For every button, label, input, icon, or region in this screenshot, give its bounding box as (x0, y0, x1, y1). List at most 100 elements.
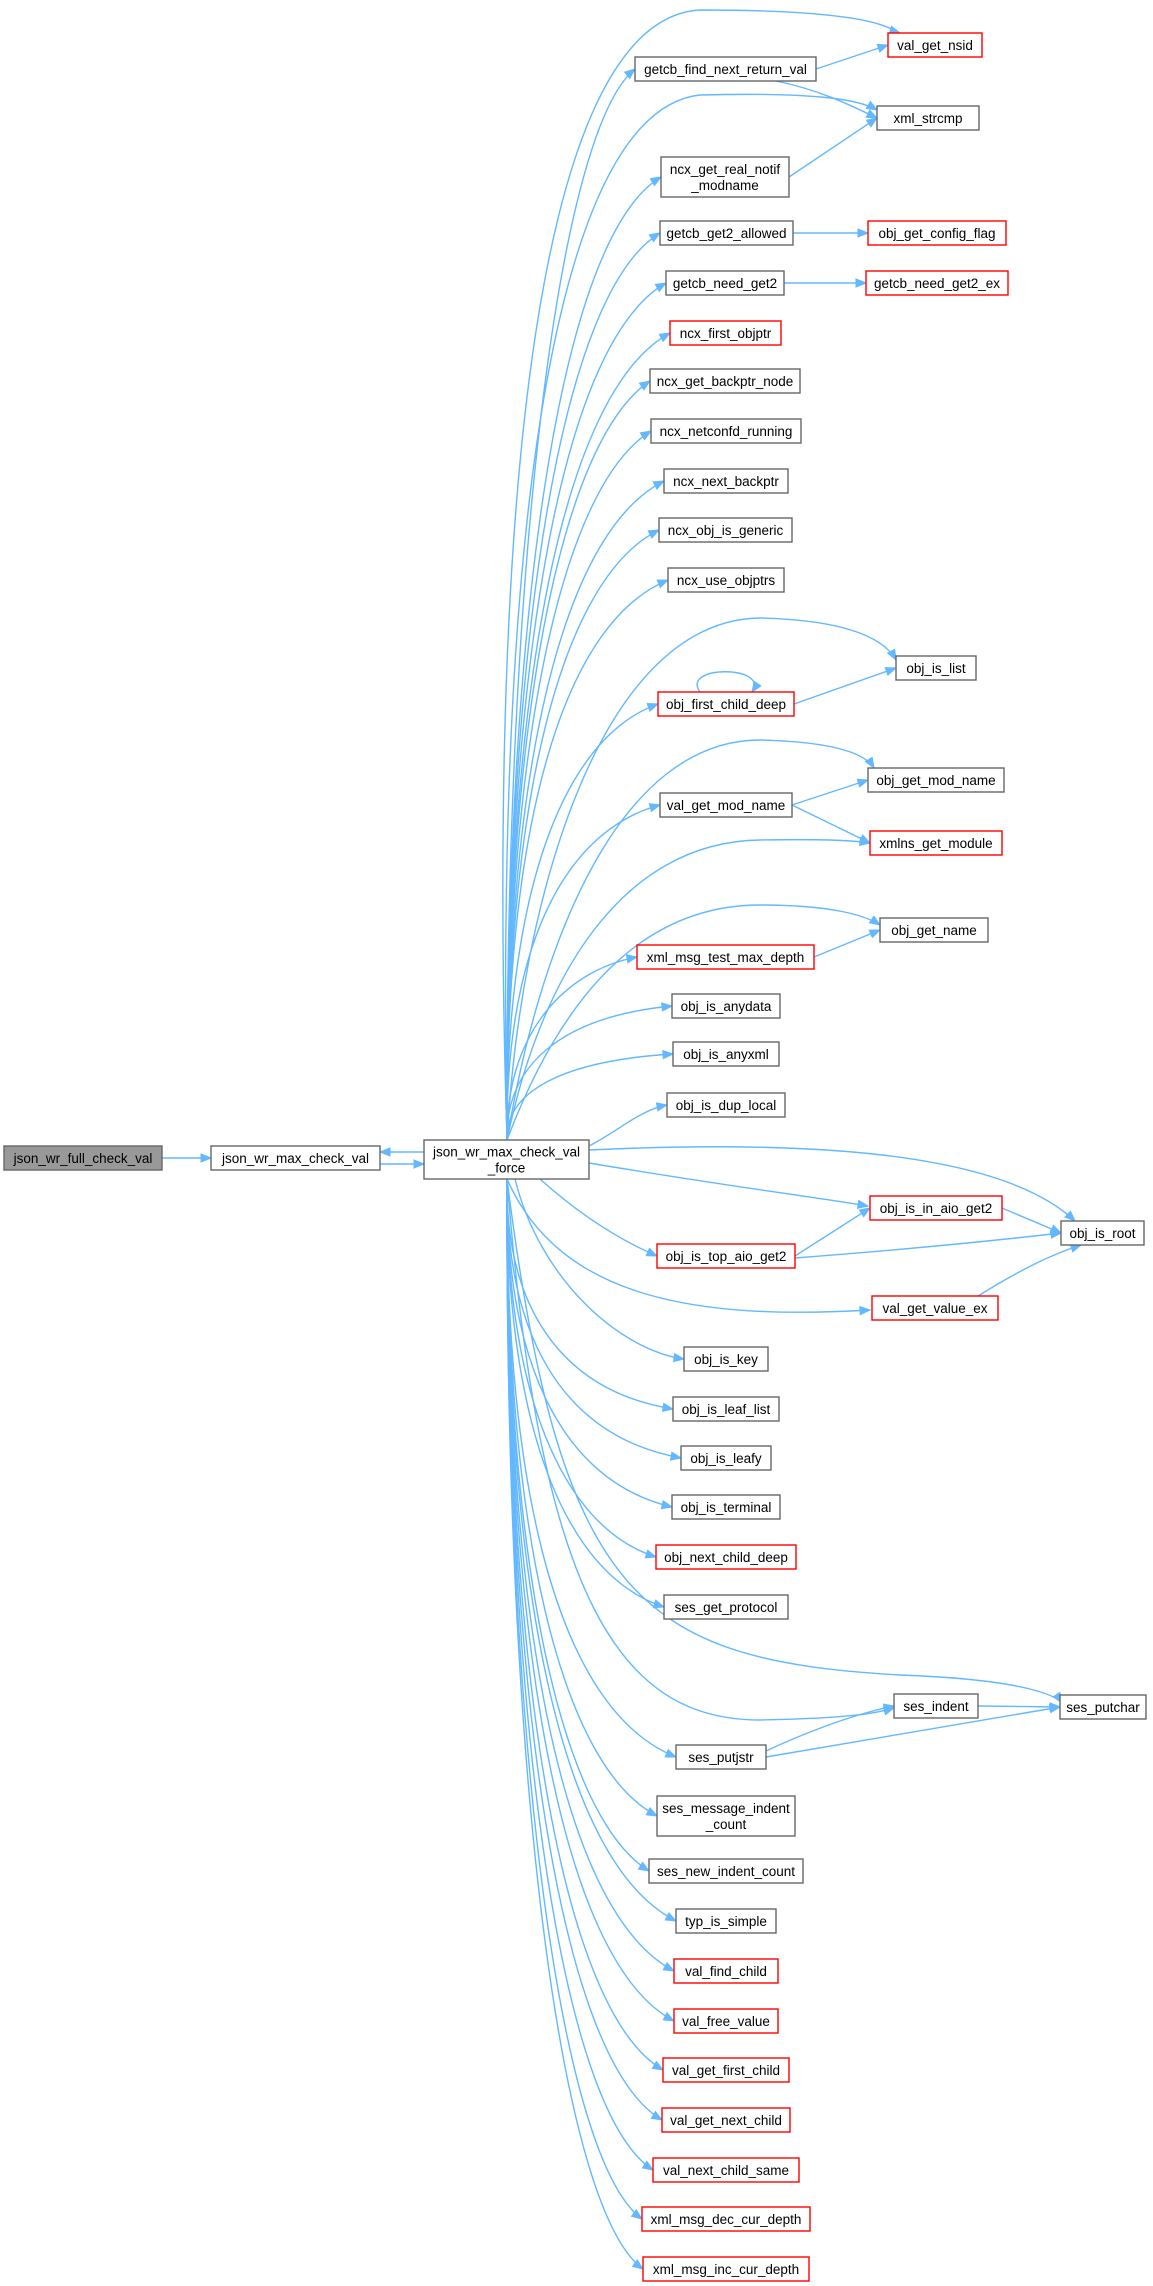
edge-json_wr_max_check_val_force-to-ses_get_protocol (506, 1178, 666, 1609)
node-obj-get-mod-name[interactable]: obj_get_mod_name (867, 767, 1005, 793)
edge-26-arrowhead (1064, 1210, 1076, 1222)
edge-16-arrowhead (886, 648, 897, 662)
node-obj-next-child-deep[interactable]: obj_next_child_deep (655, 1544, 797, 1570)
node-getcb-find-next-return-val[interactable]: getcb_find_next_return_val (634, 56, 817, 82)
node-val-get-mod-name[interactable]: val_get_mod_name (659, 792, 793, 818)
node-val-get-next-child[interactable]: val_get_next_child (661, 2107, 791, 2133)
node-val-next-child-same[interactable]: val_next_child_same (652, 2157, 800, 2183)
node-xml-msg-test-max-depth[interactable]: xml_msg_test_max_depth (636, 944, 815, 970)
node-label: obj_next_child_deep (664, 1550, 788, 1565)
edge-39-arrowhead (637, 1861, 651, 1872)
edge-10-arrowhead (638, 380, 652, 391)
node-json-wr-max-check-val-force[interactable]: json_wr_max_check_val_force (423, 1139, 590, 1180)
edge-line (506, 380, 651, 1141)
node-box (652, 2157, 800, 2183)
node-box (656, 1243, 796, 1269)
node-label: xml_msg_test_max_depth (647, 950, 805, 965)
edge-64-arrowhead (1048, 1704, 1062, 1714)
edge-24-arrowhead (655, 1102, 669, 1112)
edge-54-arrowhead (884, 667, 898, 676)
node-obj-get-config-flag[interactable]: obj_get_config_flag (867, 220, 1007, 246)
node-ncx-obj-is-generic[interactable]: ncx_obj_is_generic (658, 517, 793, 543)
node-obj-is-dup-local[interactable]: obj_is_dup_local (666, 1092, 786, 1118)
node-val-find-child[interactable]: val_find_child (673, 1958, 779, 1984)
node-ncx-next-backptr[interactable]: ncx_next_backptr (663, 468, 789, 494)
node-obj-is-leafy[interactable]: obj_is_leafy (680, 1445, 772, 1471)
node-obj-first-child-deep[interactable]: obj_first_child_deep (657, 691, 795, 717)
node-ses-indent[interactable]: ses_indent (893, 1693, 979, 1719)
node-label: ncx_first_objptr (680, 326, 772, 341)
node-xml-msg-dec-cur-depth[interactable]: xml_msg_dec_cur_depth (641, 2206, 811, 2232)
edge-line (506, 838, 871, 1141)
node-xml-msg-inc-cur-depth[interactable]: xml_msg_inc_cur_depth (642, 2256, 810, 2282)
node-obj-is-list[interactable]: obj_is_list (895, 655, 977, 681)
node-ncx-netconfd-running[interactable]: ncx_netconfd_running (650, 418, 802, 444)
node-val-get-value-ex[interactable]: val_get_value_ex (871, 1295, 999, 1321)
node-typ-is-simple[interactable]: typ_is_simple (675, 1908, 777, 1934)
edge-val_get_mod_name-to-obj_get_mod_name (791, 778, 870, 806)
edge-7-arrowhead (648, 232, 662, 243)
edge-line (977, 1705, 1061, 1708)
node-label: obj_get_config_flag (878, 226, 995, 241)
node-box (661, 2107, 791, 2133)
node-xml-strcmp[interactable]: xml_strcmp (876, 105, 980, 131)
edge-line (506, 1178, 665, 1608)
node-ses-message-indent-count[interactable]: ses_message_indent_count (656, 1795, 796, 1837)
node-obj-get-name[interactable]: obj_get_name (879, 917, 989, 943)
edge-line (506, 703, 659, 1141)
node-json-wr-full-check-val[interactable]: json_wr_full_check_val (3, 1145, 163, 1171)
node-ses-new-indent-count[interactable]: ses_new_indent_count (648, 1858, 804, 1884)
node-val-get-first-child[interactable]: val_get_first_child (662, 2057, 790, 2083)
node-box (865, 270, 1009, 296)
node-obj-is-anyxml[interactable]: obj_is_anyxml (672, 1041, 780, 1067)
node-label: _count (705, 1817, 747, 1832)
node-obj-is-key[interactable]: obj_is_key (683, 1346, 769, 1372)
node-obj-is-anydata[interactable]: obj_is_anydata (671, 993, 781, 1019)
node-ncx-get-backptr-node[interactable]: ncx_get_backptr_node (649, 368, 801, 394)
edge-28-arrowhead (859, 1305, 872, 1316)
edge-41-arrowhead (662, 1961, 676, 1972)
edge-line (506, 804, 661, 1141)
node-getcb-need-get2-ex[interactable]: getcb_need_get2_ex (865, 270, 1009, 296)
edge-1-arrowhead (413, 1159, 426, 1169)
edge-json_wr_max_check_val_force-to-obj_next_child_deep (506, 1178, 658, 1559)
edge-56-arrowhead (858, 834, 872, 844)
node-obj-is-in-aio-get2[interactable]: obj_is_in_aio_get2 (869, 1195, 1003, 1221)
node-val-get-nsid[interactable]: val_get_nsid (887, 32, 983, 58)
edge-json_wr_max_check_val_force-to-obj_is_leaf_list (506, 1178, 675, 1412)
node-label: ses_new_indent_count (657, 1864, 795, 1879)
node-json-wr-max-check-val[interactable]: json_wr_max_check_val (210, 1145, 381, 1171)
node-obj-is-top-aio-get2[interactable]: obj_is_top_aio_get2 (656, 1243, 796, 1269)
node-box (672, 1041, 780, 1067)
node-getcb-need-get2[interactable]: getcb_need_get2 (665, 270, 785, 296)
edge-29-arrowhead (672, 1352, 686, 1363)
node-ncx-get-real-notif-modname[interactable]: ncx_get_real_notif_modname (660, 156, 790, 198)
node-obj-is-root[interactable]: obj_is_root (1060, 1220, 1145, 1246)
node-label: ses_message_indent (662, 1801, 790, 1816)
node-val-free-value[interactable]: val_free_value (673, 2008, 779, 2034)
node-box (871, 1295, 999, 1321)
node-ses-putchar[interactable]: ses_putchar (1059, 1694, 1147, 1720)
edge-line (794, 1207, 871, 1257)
node-getcb-get2-allowed[interactable]: getcb_get2_allowed (659, 220, 794, 246)
node-obj-is-leaf-list[interactable]: obj_is_leaf_list (672, 1396, 780, 1422)
edge-21-arrowhead (625, 954, 639, 964)
node-ses-putjstr[interactable]: ses_putjstr (675, 1744, 767, 1770)
edge-43-arrowhead (651, 2060, 665, 2071)
edge-2-arrowhead (378, 1147, 391, 1157)
edge-line (791, 804, 871, 844)
edge-line (506, 1178, 644, 2270)
node-obj-is-terminal[interactable]: obj_is_terminal (671, 1494, 781, 1520)
node-ncx-use-objptrs[interactable]: ncx_use_objptrs (667, 567, 785, 593)
edge-json_wr_max_check_val_force-to-obj_is_terminal (506, 1178, 674, 1510)
node-box (655, 1544, 797, 1570)
node-ncx-first-objptr[interactable]: ncx_first_objptr (669, 320, 782, 346)
node-label: ses_putjstr (688, 1750, 754, 1765)
node-xmlns-get-module[interactable]: xmlns_get_module (869, 830, 1003, 856)
edge-line (696, 671, 756, 693)
edge-line (506, 1178, 674, 1410)
node-ses-get-protocol[interactable]: ses_get_protocol (663, 1594, 789, 1620)
node-label: xml_msg_dec_cur_depth (651, 2212, 802, 2227)
node-box (673, 1958, 779, 1984)
